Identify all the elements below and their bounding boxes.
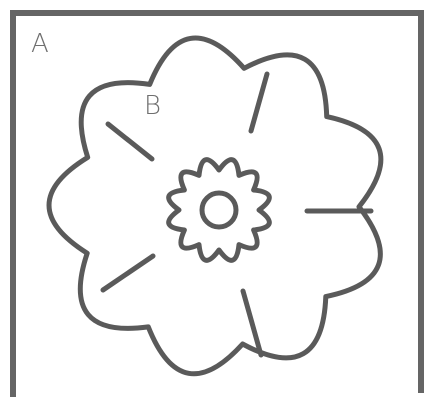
petal-divider-line [103,256,153,290]
flower-center-dot [202,193,236,227]
region-b-label: B [144,93,161,119]
petal-divider-line [251,74,267,131]
region-a-label: A [31,31,49,57]
outer-petal-outline [49,38,381,374]
petal-divider-line [108,124,152,159]
flower-center-outline [169,160,270,261]
